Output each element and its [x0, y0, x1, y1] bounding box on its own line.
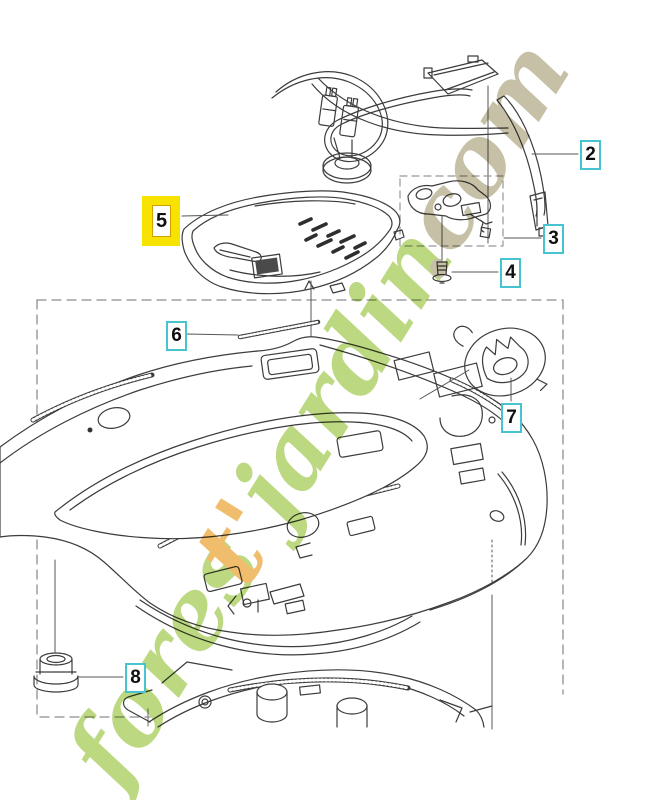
leader-line-6 [185, 333, 239, 336]
callout-6[interactable]: 6 [166, 321, 187, 351]
front-chassis-section-drawing [122, 661, 493, 728]
leader-line-5 [181, 214, 229, 217]
part-4-screw-drawing [432, 215, 452, 284]
watermark-segment: .com [360, 21, 592, 299]
callout-5-highlight[interactable]: 5 [142, 196, 180, 246]
callout-3[interactable]: 3 [543, 224, 564, 254]
part-6-seal-strip-drawing [237, 319, 321, 340]
part-7-logo-disc-drawing [419, 325, 548, 402]
callout-5[interactable]: 5 [152, 205, 171, 237]
part-5-top-cover-drawing [181, 190, 405, 295]
callout-7[interactable]: 7 [501, 403, 522, 433]
callout-8[interactable]: 8 [125, 663, 146, 693]
callout-4[interactable]: 4 [500, 258, 521, 288]
part-8-grommet-drawing [33, 559, 79, 693]
part-3-latch-module-drawing [399, 175, 504, 247]
dashed-boundary-box [36, 299, 564, 727]
embossed-logo-marks [298, 217, 367, 260]
callout-2[interactable]: 2 [580, 140, 601, 170]
main-body-drawing [0, 336, 548, 656]
cable-harness-drawing [271, 55, 509, 244]
part-2-bumper-strip-drawing [496, 95, 549, 237]
